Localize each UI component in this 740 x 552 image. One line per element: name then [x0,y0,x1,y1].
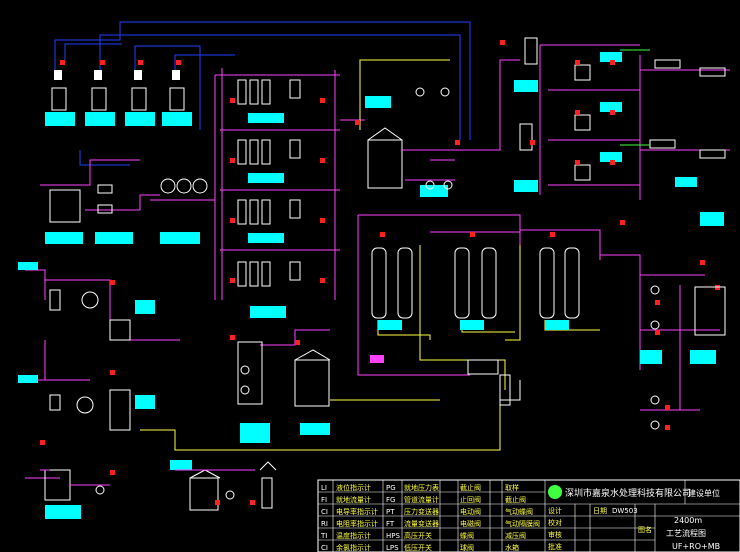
legend-sym-desc: 电磁阀 [460,519,481,528]
approve-label: 批准 [548,542,562,551]
title-block [317,479,740,552]
check-label: 校对 [548,518,562,527]
legend-desc2: 高压开关 [404,531,432,540]
lower-tank-area [140,329,521,451]
legend-desc: 温度指示计 [336,531,371,540]
cartridge-filters [150,178,215,201]
legend-code: FI [321,496,327,504]
legend-code: TI [320,532,327,540]
raw-water-tank-area [40,159,200,244]
legend-desc2: 管道流量计 [404,495,439,504]
legend-code2: FT [386,520,395,528]
legend-desc: 电阻率指示计 [336,519,378,528]
company-name: 深圳市嘉泉水处理科技有限公司 [565,487,691,499]
legend-sym-desc2: 气动隔膜阀 [505,519,540,528]
drawing-title-line1: 2400m [674,516,702,525]
drawing-number: DW503 [612,507,638,515]
legend-desc2: 流量变送器 [404,519,439,528]
design-unit-label: 建设单位 [688,488,720,498]
legend-code2: PG [386,484,396,492]
legend-sym-desc2: 减压阀 [505,531,526,540]
left-lower-units [18,262,180,519]
legend-code2: LPS [386,544,399,552]
legend-sym-desc: 电动阀 [460,507,481,516]
legend-desc: 液位指示计 [336,483,371,492]
chemical-dosing-lines [54,21,471,166]
uf-racks [214,68,340,318]
legend-code: LI [321,484,327,492]
legend-sym-desc: 截止阀 [460,483,481,492]
legend-sym-desc2: 气动蝶阀 [505,507,533,516]
date-label: 日期 [593,507,607,515]
uf-water-tank [340,59,520,197]
mixed-bed-units [357,214,720,411]
legend-desc2: 低压开关 [404,543,432,552]
bottom-dosing-tank [170,460,277,511]
design-label: 设计 [548,506,562,515]
review-label: 审核 [548,530,562,539]
legend-desc: 余氯指示计 [336,543,371,552]
legend-code2: HPS [386,532,400,540]
dosing-tanks-group [45,70,192,126]
valve-markers [40,40,720,505]
legend-code2: PT [386,508,395,516]
legend-desc: 就地流量计 [336,495,371,504]
legend-sym-desc: 球阀 [460,543,474,552]
legend-code: RI [321,520,328,528]
name-label: 图名 [638,525,652,534]
legend-code2: FG [386,496,395,504]
legend-code: CI [321,508,328,516]
ro-section [514,37,730,226]
title-block-text: 深圳市嘉泉水处理科技有限公司 建设单位 设计 校对 审核 批准 日期 DW503… [548,487,720,551]
legend-sym-desc: 蝶阀 [460,531,474,540]
drawing-title-line3: UF+RO+MB [672,542,720,551]
pumps [95,87,660,500]
legend-desc2: 就地压力表 [404,483,439,492]
legend-desc2: 压力变送器 [404,507,439,516]
legend-sym-desc2: 取样 [505,483,519,492]
drawing-title-line2: 工艺流程图 [666,528,706,538]
legend-sym-desc2: 水箱 [505,543,519,552]
legend-sym-desc2: 截止阀 [505,495,526,504]
product-water-tank [640,285,726,410]
legend-code: CI [321,544,328,552]
legend-sym-desc: 止回阀 [460,495,481,504]
legend-desc: 电导率指示计 [336,507,378,516]
legend-text: LI 液位指示计 PG 就地压力表 截止阀 取样 FI 就地流量计 FG 管道流… [320,483,540,552]
